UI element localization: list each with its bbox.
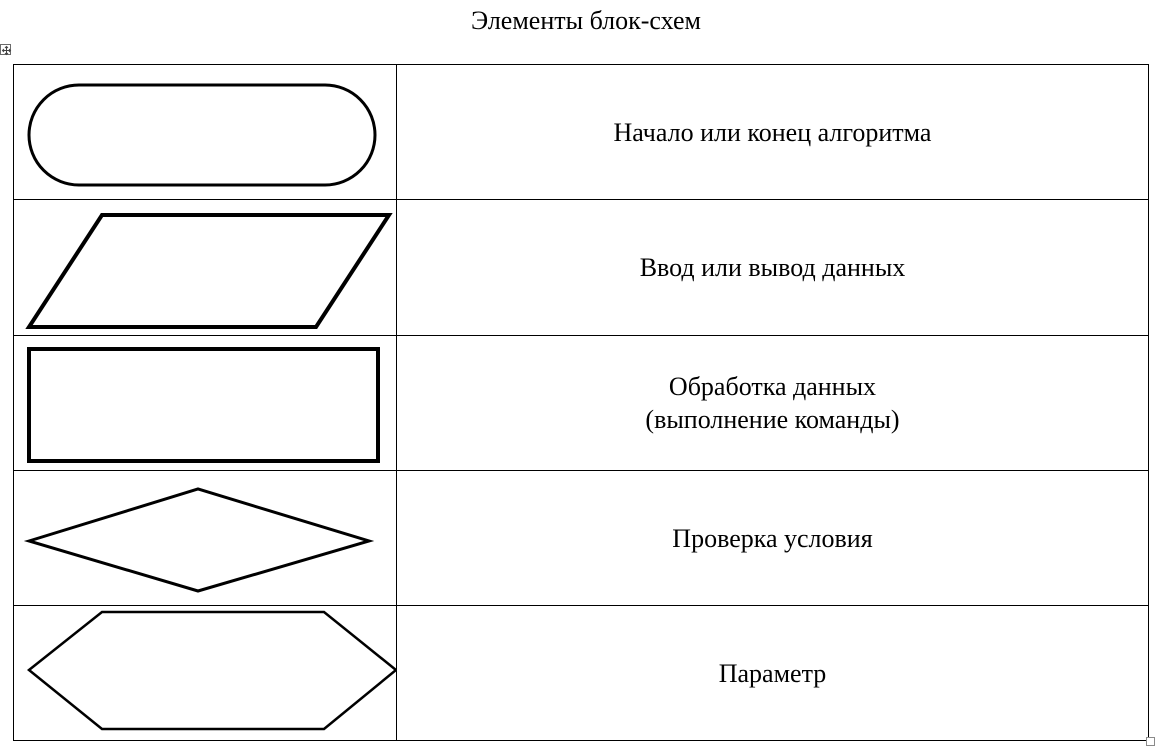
rectangle-shape-icon [27, 346, 380, 463]
shape-cell [13, 605, 397, 742]
table-row: Ввод или вывод данных [13, 199, 1149, 336]
description-cell: Обработка данных (выполнение команды) [396, 334, 1149, 471]
description-cell: Начало или конец алгоритма [396, 63, 1149, 201]
flowchart-elements-table: Начало или конец алгоритма Ввод или выво… [13, 63, 1149, 742]
description-cell: Проверка условия [396, 469, 1149, 607]
diamond-shape-icon [23, 487, 375, 593]
table-row: Параметр [13, 605, 1149, 742]
table-row: Начало или конец алгоритма [13, 63, 1149, 201]
description-cell: Параметр [396, 605, 1149, 742]
shape-cell [13, 199, 397, 336]
description-text: Начало или конец алгоритма [613, 117, 932, 147]
shape-cell [13, 469, 397, 607]
terminator-shape-icon [27, 83, 377, 187]
description-text: Параметр [718, 658, 827, 688]
shape-cell [13, 63, 397, 201]
description-text: Ввод или вывод данных [639, 252, 906, 282]
table-row: Проверка условия [13, 469, 1149, 607]
description-text: Обработка данных [668, 371, 877, 401]
description-cell: Ввод или вывод данных [396, 199, 1149, 336]
table-move-handle-icon[interactable] [0, 44, 12, 56]
parallelogram-shape-icon [25, 213, 393, 330]
shape-cell [13, 334, 397, 471]
table-row: Обработка данных (выполнение команды) [13, 334, 1149, 471]
hexagon-shape-icon [27, 610, 396, 731]
page-title: Элементы блок-схем [471, 6, 701, 35]
description-text: (выполнение команды) [645, 404, 900, 434]
description-text: Проверка условия [672, 523, 873, 553]
table-resize-handle[interactable] [1146, 737, 1155, 746]
